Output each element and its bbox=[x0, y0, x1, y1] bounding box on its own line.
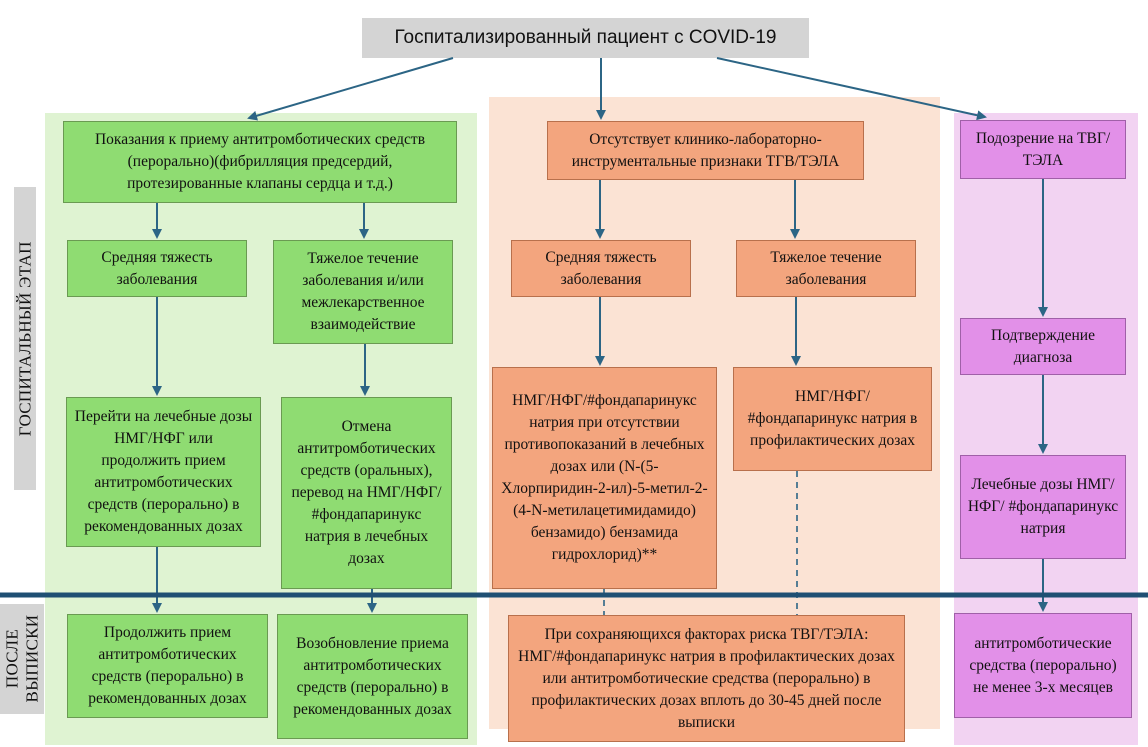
green-switch-box: Перейти на лечебные дозы НМГ/НФГ или про… bbox=[66, 397, 261, 547]
arrow-title-to-pink bbox=[716, 57, 987, 121]
orange-moderate-box: Средняя тяжесть заболевания bbox=[511, 240, 691, 297]
hospital-stage-label: ГОСПИТАЛЬНЫЙ ЭТАП bbox=[14, 187, 36, 490]
diagram-title: Госпитализированный пациент с COVID-19 bbox=[362, 18, 809, 58]
orange-therapeutic-box: НМГ/НФГ/#фондапаринукс натрия при отсутс… bbox=[492, 367, 717, 589]
arrow-title-to-green bbox=[247, 57, 454, 121]
green-continue-box: Продолжить прием антитромботических сред… bbox=[67, 614, 268, 718]
orange-absent-box: Отсутствует клинико-лабораторно-инструме… bbox=[547, 121, 864, 180]
pink-therapeutic-box: Лечебные дозы НМГ/НФГ/ #фондапаринукс на… bbox=[960, 455, 1126, 559]
orange-prophylactic-box: НМГ/НФГ/ #фондапаринукс натрия в профила… bbox=[733, 367, 932, 471]
orange-severe-box: Тяжелое течение заболевания bbox=[736, 240, 916, 297]
after-discharge-label: ПОСЛЕ ВЫПИСКИ bbox=[0, 604, 44, 714]
green-cancel-box: Отмена антитромботических средств (ораль… bbox=[281, 397, 452, 589]
pink-suspicion-box: Подозрение на ТВГ/ТЭЛА bbox=[960, 120, 1126, 179]
green-resume-box: Возобновление приема антитромботических … bbox=[277, 614, 468, 739]
green-moderate-box: Средняя тяжесть заболевания bbox=[67, 240, 247, 297]
green-severe-box: Тяжелое течение заболевания и/или межлек… bbox=[273, 240, 453, 344]
pink-after-box: антитромботические средства (перорально)… bbox=[954, 613, 1132, 718]
green-indications-box: Показания к приему антитромботических ср… bbox=[63, 121, 457, 203]
orange-risk-box: При сохраняющихся факторах риска ТВГ/ТЭЛ… bbox=[508, 615, 905, 742]
pink-confirm-box: Подтверждение диагноза bbox=[960, 318, 1126, 375]
